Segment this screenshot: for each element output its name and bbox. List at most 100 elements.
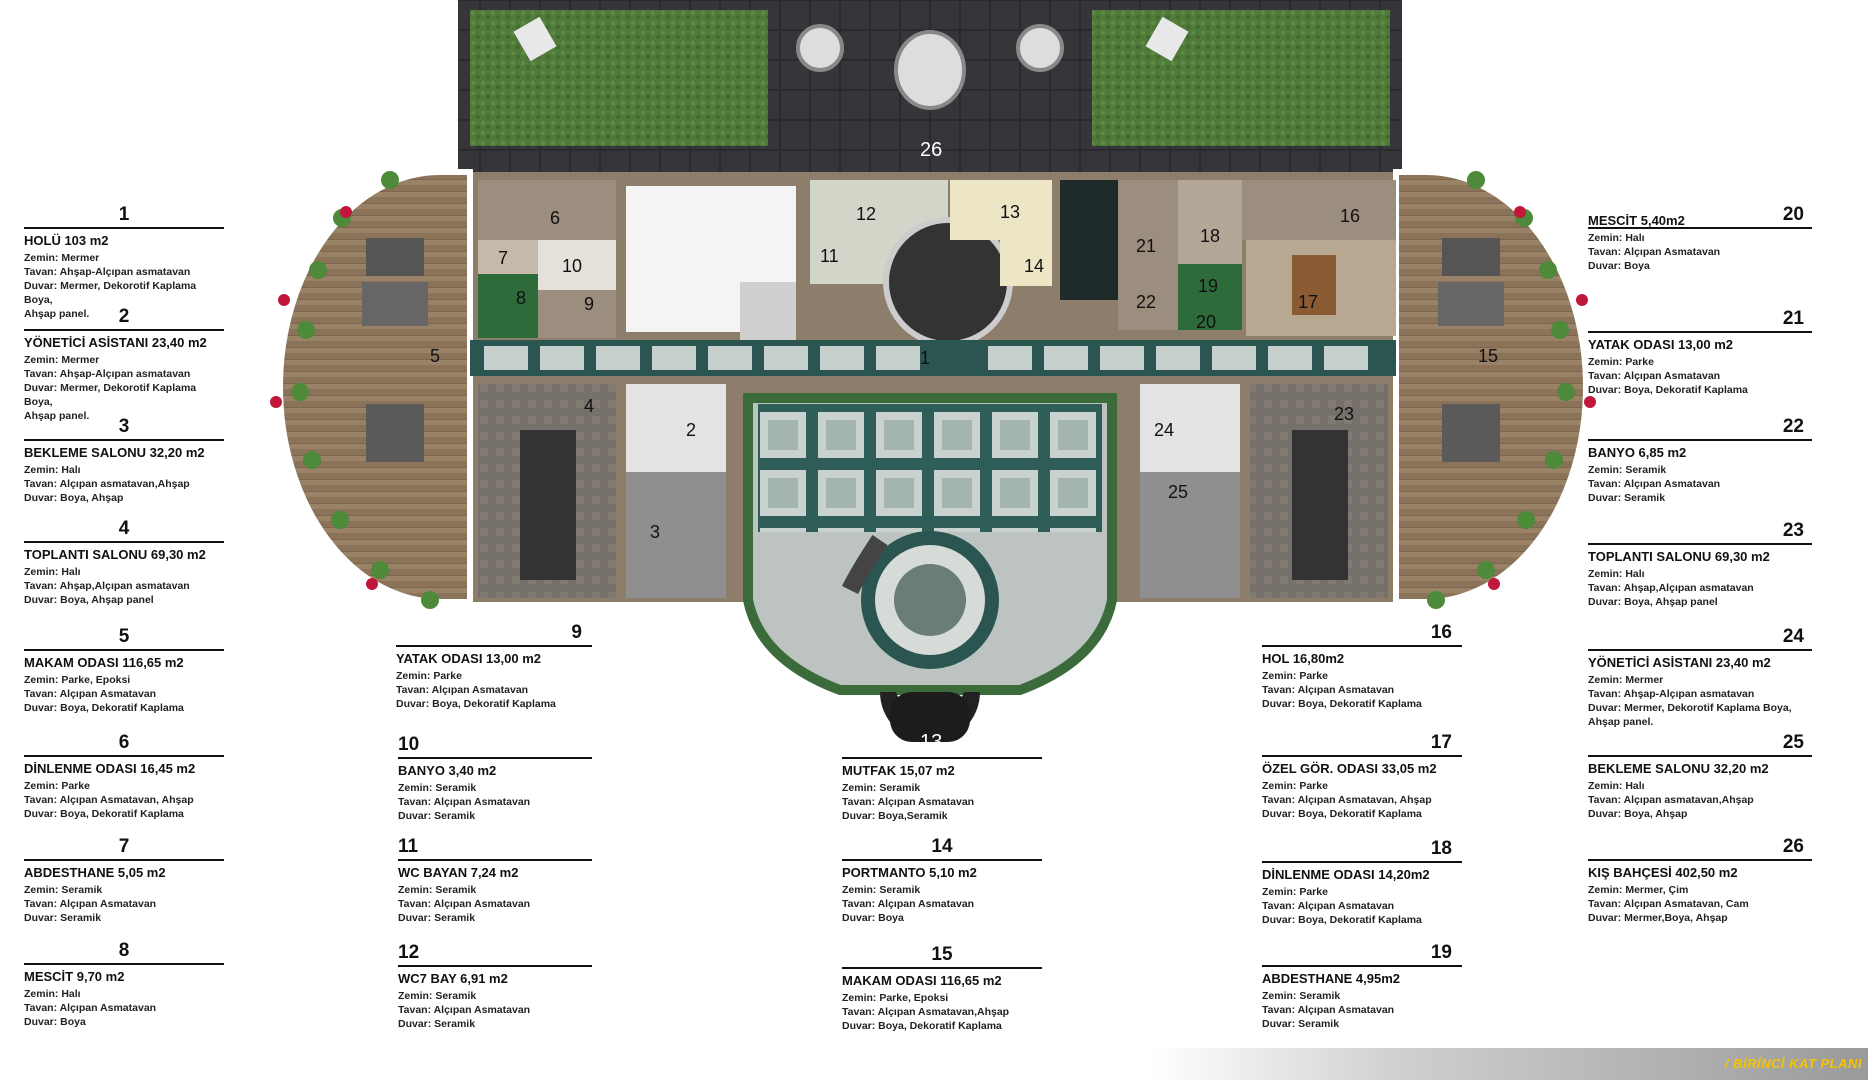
plan-number-7: 7 xyxy=(498,248,508,268)
room-spec: Zemin: Seramik xyxy=(24,884,103,896)
room-number: 22 xyxy=(1782,416,1804,437)
plan-number-17: 17 xyxy=(1298,292,1318,312)
plan-number-18: 18 xyxy=(1200,226,1220,246)
room-spec: Tavan: Ahşap,Alçıpan asmatavan xyxy=(24,580,190,592)
plan-title: / BİRİNCİ KAT PLANI xyxy=(1724,1056,1862,1071)
divider xyxy=(1262,965,1462,967)
room-title: TOPLANTI SALONU 69,30 m2 xyxy=(24,547,206,562)
room-title: WC7 BAY 6,91 m2 xyxy=(398,971,508,986)
room-spec: Zemin: Parke xyxy=(1262,886,1328,898)
divider xyxy=(24,859,224,861)
room-spec: Tavan: Alçıpan Asmatavan,Ahşap xyxy=(842,1006,1010,1018)
room-number: 19 xyxy=(1430,942,1452,963)
room-spec: Zemin: Parke xyxy=(1262,670,1328,682)
legend-room-16: 16 HOL 16,80m2 Zemin: Parke Tavan: Alçıp… xyxy=(1262,622,1462,711)
room-spec: Tavan: Alçıpan Asmatavan xyxy=(1588,478,1721,490)
legend-room-20: 20 MESCİT 5,40m2 Zemin: Halı Tavan: Alçı… xyxy=(1588,204,1812,273)
room-spec: Ahşap panel. xyxy=(24,308,90,320)
room-spec: Tavan: Ahşap,Alçıpan asmatavan xyxy=(1588,582,1754,594)
room-title: MAKAM ODASI 116,65 m2 xyxy=(24,655,184,670)
room-spec: Zemin: Seramik xyxy=(842,782,921,794)
room-spec: Zemin: Seramik xyxy=(1262,990,1341,1002)
divider xyxy=(842,967,1042,969)
room-spec: Tavan: Alçıpan Asmatavan, Ahşap xyxy=(24,794,194,806)
room-title: ABDESTHANE 5,05 m2 xyxy=(24,865,166,880)
room-number: 16 xyxy=(1430,622,1452,643)
room-spec: Ahşap panel. xyxy=(1588,716,1654,728)
room-number: 8 xyxy=(118,940,130,961)
room-spec: Tavan: Alçıpan Asmatavan xyxy=(842,796,975,808)
room-spec: Tavan: Ahşap-Alçıpan asmatavan xyxy=(1588,688,1755,700)
room-spec: Tavan: Ahşap-Alçıpan asmatavan xyxy=(24,266,191,278)
plan-number-11: 11 xyxy=(820,246,839,266)
room-title: BANYO 6,85 m2 xyxy=(1588,445,1687,460)
room-title: YATAK ODASI 13,00 m2 xyxy=(1588,337,1733,352)
plan-number-13-entrance: 13 xyxy=(920,731,942,753)
divider xyxy=(1262,645,1462,647)
divider xyxy=(24,649,224,651)
room-spec: Tavan: Alçıpan Asmatavan xyxy=(396,684,529,696)
room-title: WC BAYAN 7,24 m2 xyxy=(398,865,519,880)
plan-number-10: 10 xyxy=(562,256,582,276)
room-spec: Duvar: Boya, Dekoratif Kaplama xyxy=(24,702,184,714)
plan-number-15: 15 xyxy=(1478,346,1498,366)
room-spec: Duvar: Boya, Dekoratif Kaplama xyxy=(842,1020,1002,1032)
plan-number-23: 23 xyxy=(1334,404,1354,424)
room-spec: Duvar: Boya,Seramik xyxy=(842,810,948,822)
room-number: 24 xyxy=(1782,626,1804,647)
divider xyxy=(1588,859,1812,861)
room-spec: Duvar: Boya, Dekoratif Kaplama xyxy=(1262,914,1422,926)
legend-room-12: 12 WC7 BAY 6,91 m2 Zemin: Seramik Tavan:… xyxy=(398,942,592,1031)
room-spec: Tavan: Alçıpan asmatavan,Ahşap xyxy=(24,478,190,490)
room-spec: Duvar: Seramik xyxy=(398,912,476,924)
room-title: DİNLENME ODASI 16,45 m2 xyxy=(24,761,196,776)
legend-room-26: 26 KIŞ BAHÇESİ 402,50 m2 Zemin: Mermer, … xyxy=(1588,836,1812,925)
room-spec: Zemin: Seramik xyxy=(398,884,477,896)
legend-room-15: 15 MAKAM ODASI 116,65 m2 Zemin: Parke, E… xyxy=(842,944,1042,1033)
room-title: BEKLEME SALONU 32,20 m2 xyxy=(24,445,205,460)
room-title: PORTMANTO 5,10 m2 xyxy=(842,865,977,880)
legend-room-2: 2 YÖNETİCİ ASİSTANI 23,40 m2 Zemin: Merm… xyxy=(24,306,224,423)
legend-room-23: 23 TOPLANTI SALONU 69,30 m2 Zemin: Halı … xyxy=(1588,520,1812,609)
room-number: 26 xyxy=(1782,836,1804,857)
divider xyxy=(1588,331,1812,333)
plan-number-24: 24 xyxy=(1154,420,1174,440)
footer-band xyxy=(1150,1048,1868,1080)
plan-number-14: 14 xyxy=(1024,256,1044,276)
legend-room-7: 7 ABDESTHANE 5,05 m2 Zemin: Seramik Tava… xyxy=(24,836,224,925)
room-spec: Tavan: Alçıpan Asmatavan xyxy=(1262,1004,1395,1016)
divider xyxy=(24,439,224,441)
room-title: YATAK ODASI 13,00 m2 xyxy=(396,651,541,666)
legend-room-10: 10 BANYO 3,40 m2 Zemin: Seramik Tavan: A… xyxy=(398,734,592,823)
room-number: 7 xyxy=(118,836,130,857)
divider xyxy=(24,329,224,331)
room-spec: Zemin: Mermer, Çim xyxy=(1588,884,1689,896)
room-spec: Duvar: Seramik xyxy=(1262,1018,1340,1030)
room-spec: Zemin: Seramik xyxy=(842,884,921,896)
plan-number-26: 26 xyxy=(920,139,942,161)
room-title: MESCİT 5,40m2 xyxy=(1588,213,1685,228)
legend-room-8: 8 MESCİT 9,70 m2 Zemin: Halı Tavan: Alçı… xyxy=(24,940,224,1029)
room-title: MESCİT 9,70 m2 xyxy=(24,969,125,984)
plan-number-5: 5 xyxy=(430,346,440,366)
room-spec: Tavan: Alçıpan Asmatavan xyxy=(398,898,531,910)
room-spec: Duvar: Seramik xyxy=(24,912,102,924)
room-spec: Zemin: Parke, Epoksi xyxy=(24,674,131,686)
plan-number-22: 22 xyxy=(1136,292,1156,312)
room-spec: Duvar: Boya xyxy=(842,912,904,924)
room-spec: Zemin: Parke xyxy=(1588,356,1654,368)
room-spec: Tavan: Ahşap-Alçıpan asmatavan xyxy=(24,368,191,380)
room-spec: Zemin: Halı xyxy=(1588,568,1645,580)
divider xyxy=(398,965,592,967)
room-number: 14 xyxy=(931,836,953,857)
room-spec: Tavan: Alçıpan Asmatavan xyxy=(24,1002,157,1014)
room-spec: Duvar: Boya, Dekoratif Kaplama xyxy=(396,698,556,710)
room-number: 15 xyxy=(931,944,953,965)
room-spec: Tavan: Alçıpan Asmatavan xyxy=(24,688,157,700)
legend-room-4: 4 TOPLANTI SALONU 69,30 m2 Zemin: Halı T… xyxy=(24,518,224,607)
room-spec: Zemin: Halı xyxy=(1588,232,1645,244)
room-spec: Duvar: Mermer, Dekorotif Kaplama Boya, xyxy=(24,382,197,408)
room-title: ÖZEL GÖR. ODASI 33,05 m2 xyxy=(1262,761,1437,776)
legend-room-5: 5 MAKAM ODASI 116,65 m2 Zemin: Parke, Ep… xyxy=(24,626,224,715)
